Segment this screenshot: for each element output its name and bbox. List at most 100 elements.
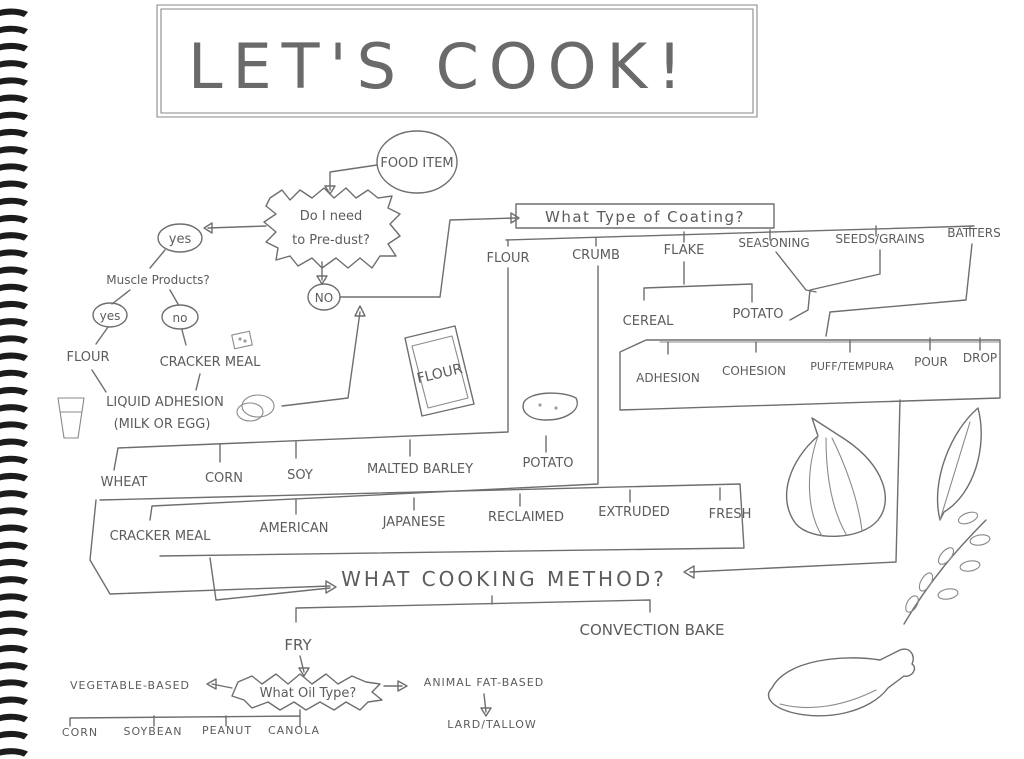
spiral-coil: [0, 404, 28, 413]
spiral-coil: [0, 455, 28, 465]
milk-or-egg-label: (MILK OR EGG): [114, 417, 211, 432]
coating-type-drops: [507, 225, 971, 247]
flour-option-corn: CORN: [205, 471, 243, 486]
crumb-option-japanese: JAPANESE: [382, 515, 446, 530]
yes-node: [157, 223, 203, 253]
flake-option-potato: POTATO: [732, 307, 783, 322]
coating-type-seeds-grains: SEEDS/GRAINS: [835, 232, 924, 246]
yes2-label: yes: [100, 309, 121, 323]
liquid-adhesion-label: LIQUID ADHESION: [106, 395, 224, 410]
spiral-coil: [0, 576, 28, 585]
spiral-coil: [0, 644, 28, 654]
title-box: LET'S COOK!: [156, 4, 758, 118]
spiral-coil: [0, 627, 28, 637]
batter-option-drop: DROP: [963, 351, 997, 365]
coating-question: What Type of Coating?: [545, 208, 745, 226]
spiral-coil: [0, 713, 28, 723]
spiral-coil: [0, 421, 28, 430]
oil-type-vegetable: VEGETABLE-BASED: [70, 679, 190, 692]
crumb-option-american: AMERICAN: [260, 521, 329, 536]
muscle-products-question: Muscle Products?: [106, 273, 210, 287]
spiral-coil: [0, 266, 28, 275]
spiral-coil: [0, 318, 28, 327]
spiral-coil: [0, 748, 28, 757]
spiral-coil: [0, 730, 28, 740]
animal-fat-lard-tallow: LARD/TALLOW: [447, 718, 537, 731]
spiral-coil: [0, 180, 28, 189]
spiral-coil: [0, 25, 28, 35]
flour-option-potato: POTATO: [522, 456, 573, 471]
spiral-coil: [0, 335, 28, 344]
vegetable-oil-canola: CANOLA: [268, 724, 320, 737]
spiral-coil: [0, 541, 28, 551]
no-label: NO: [315, 291, 333, 305]
spiral-coil: [0, 60, 28, 69]
spiral-coil: [0, 197, 28, 207]
spiral-coil: [0, 77, 28, 86]
flour-bag-icon: FLOUR: [404, 325, 475, 417]
batter-option-puff-tempura: PUFF/TEMPURA: [810, 360, 894, 373]
chicken-drumstick-icon: [767, 648, 916, 717]
coating-type-batters: BATTERS: [947, 226, 1001, 240]
cooking-method-fry: FRY: [284, 636, 312, 654]
spiral-coil: [0, 128, 28, 138]
food-item-label: FOOD ITEM: [380, 156, 453, 171]
egg-icon: [236, 394, 275, 422]
spiral-coil: [0, 111, 28, 121]
spiral-coil: [0, 42, 28, 52]
bay-leaf-icon: [936, 407, 982, 521]
spiral-coil: [0, 8, 28, 17]
predust-question-line2: to Pre-dust?: [292, 233, 370, 248]
spiral-coil: [0, 232, 28, 241]
spiral-coil: [0, 94, 28, 103]
batter-option-drops: [667, 337, 981, 355]
spiral-coil: [0, 490, 28, 499]
spiral-coil: [0, 679, 28, 688]
flour-bag-label: FLOUR: [415, 361, 464, 387]
spiral-coil: [0, 507, 28, 516]
spiral-coil: [0, 163, 28, 172]
spiral-coil: [0, 696, 28, 705]
flour-option-malted-barley: MALTED BARLEY: [367, 462, 473, 477]
spiral-coil: [0, 386, 28, 396]
herb-sprig-icon: [903, 511, 991, 625]
spiral-coil: [0, 352, 28, 361]
page-title: LET'S COOK!: [188, 30, 692, 103]
coating-type-flake: FLAKE: [664, 243, 705, 258]
cracker-meal-left-label: CRACKER MEAL: [160, 355, 262, 370]
food-item-node: [376, 130, 458, 194]
vegetable-oil-peanut: PEANUT: [202, 724, 252, 737]
flour-option-wheat: WHEAT: [101, 475, 148, 490]
spiral-coil: [0, 558, 28, 568]
cooking-method-question: WHAT COOKING METHOD?: [341, 567, 667, 591]
spiral-coil: [0, 524, 28, 533]
flour-option-drops: [219, 435, 547, 463]
oil-type-animal-fat: ANIMAL FAT-BASED: [424, 676, 544, 689]
yes-label: yes: [169, 232, 192, 247]
cracker-icon: [231, 330, 253, 350]
spiral-coil: [0, 146, 28, 155]
spiral-coil: [0, 593, 28, 602]
batter-option-pour: POUR: [914, 355, 948, 369]
predust-question-bubble: [263, 187, 401, 269]
batters-bracket: [619, 339, 1001, 411]
crumb-option-reclaimed: RECLAIMED: [488, 510, 564, 525]
crumb-option-extruded: EXTRUDED: [598, 505, 670, 520]
spiral-coil: [0, 610, 28, 619]
flour-option-soy: SOY: [287, 468, 313, 483]
oil-question-bubble: [231, 673, 383, 711]
spiral-coil: [0, 662, 28, 671]
vegetable-oil-soybean: SOYBEAN: [123, 725, 182, 738]
onion-icon: [786, 417, 886, 537]
potato-icon: [522, 392, 578, 421]
spiral-coil: [0, 249, 28, 258]
crumb-option-drops: [295, 487, 721, 515]
flake-option-cereal: CEREAL: [623, 314, 674, 329]
coating-type-flour: FLOUR: [486, 251, 529, 266]
predust-question-line1: Do I need: [300, 209, 363, 224]
spiral-coil: [0, 438, 28, 447]
no2-node: [161, 304, 199, 330]
coating-type-crumb: CRUMB: [572, 248, 620, 263]
batter-option-adhesion: ADHESION: [636, 371, 700, 385]
